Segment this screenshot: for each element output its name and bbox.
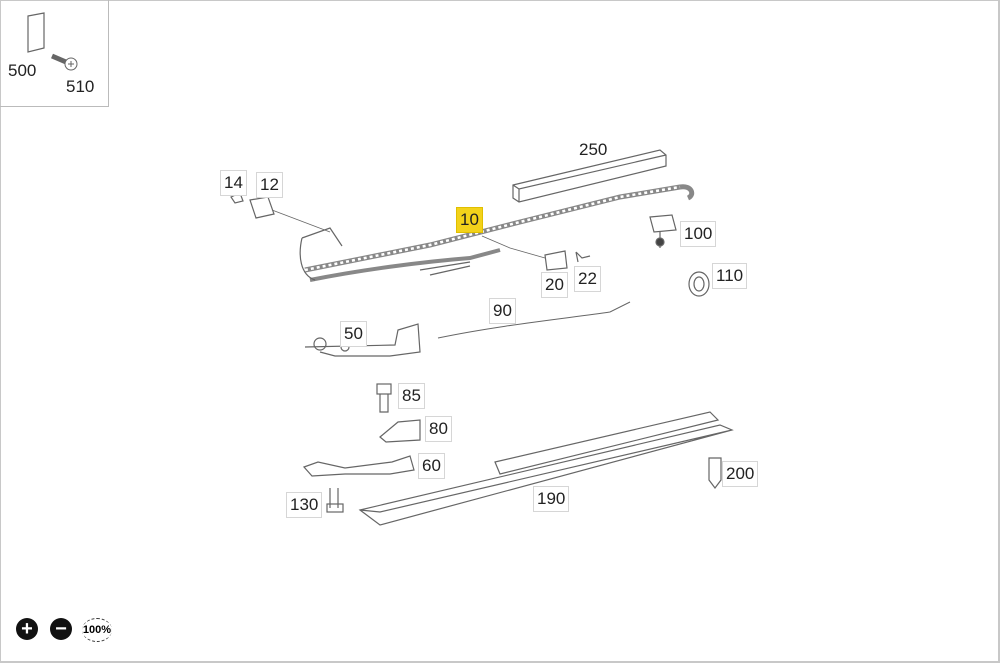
callout-90[interactable]: 90	[489, 298, 516, 324]
callout-250[interactable]: 250	[579, 140, 608, 159]
callout-100[interactable]: 100	[680, 221, 717, 247]
zoom-reset-button[interactable]: 100%	[82, 618, 112, 642]
callout-130[interactable]: 130	[286, 492, 323, 518]
callout-12[interactable]: 12	[256, 172, 283, 198]
callout-50[interactable]: 50	[340, 321, 367, 347]
callout-20[interactable]: 20	[541, 272, 568, 298]
callout-200[interactable]: 200	[722, 461, 759, 487]
callout-110[interactable]: 110	[712, 263, 748, 289]
inset-panel: 500 510	[0, 0, 109, 107]
callout-510[interactable]: 510	[66, 77, 95, 96]
callout-10-highlighted[interactable]: 10	[456, 207, 483, 233]
callout-60[interactable]: 60	[418, 453, 445, 479]
callout-22[interactable]: 22	[574, 266, 601, 292]
zoom-out-button[interactable]: −	[50, 618, 72, 640]
callout-85[interactable]: 85	[398, 383, 425, 409]
callout-80[interactable]: 80	[425, 416, 452, 442]
zoom-in-button[interactable]: +	[16, 618, 38, 640]
callout-190[interactable]: 190	[533, 486, 570, 512]
callout-14[interactable]: 14	[220, 170, 247, 196]
inset-parts-drawing	[27, 12, 78, 71]
callout-500[interactable]: 500	[8, 61, 37, 80]
